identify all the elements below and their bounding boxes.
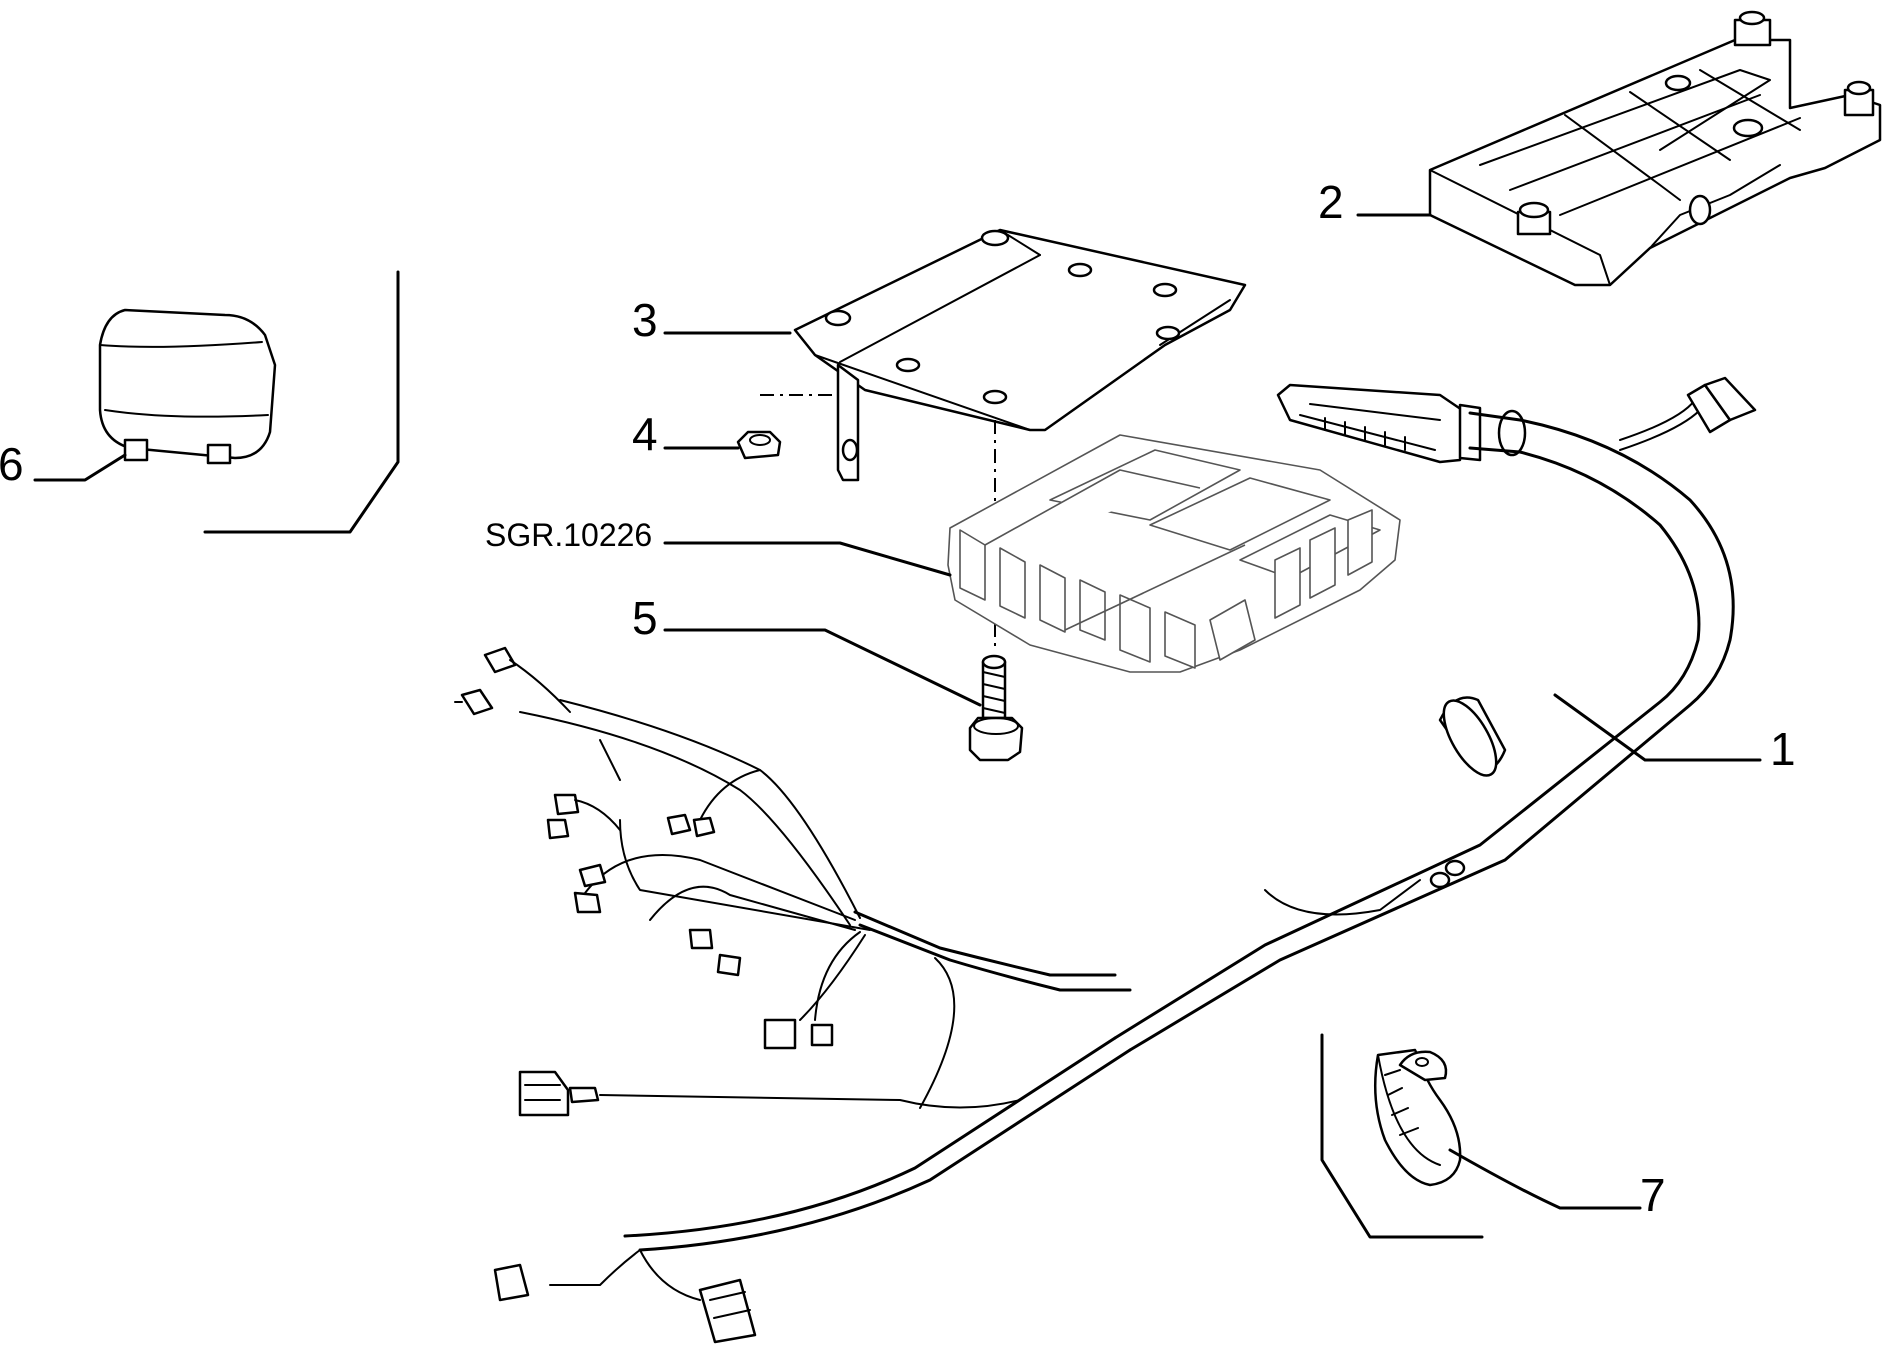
part-2-bracket-tray — [1428, 10, 1882, 287]
leader-1 — [1553, 693, 1762, 762]
callout-label-5: 5 — [632, 592, 658, 644]
callout-label-3: 3 — [632, 294, 658, 346]
part-3-mounting-plate — [793, 228, 1247, 482]
ecu-unit — [947, 434, 1401, 673]
callout-label-6: 6 — [0, 438, 24, 490]
leader-6 — [33, 453, 127, 482]
leader-7 — [1448, 1148, 1642, 1210]
reference-code: SGR.10226 — [485, 517, 652, 553]
part-1-wiring-harness — [454, 376, 1757, 1344]
part-5-screw — [968, 654, 1024, 762]
part-6-relay — [98, 308, 277, 465]
group-bracket-6 — [203, 270, 400, 534]
callout-label-4: 4 — [632, 408, 658, 460]
callout-label-7: 7 — [1640, 1169, 1666, 1221]
leader-sgr — [663, 541, 952, 577]
group-bracket-7 — [1320, 1033, 1484, 1239]
part-4-nut — [736, 430, 782, 460]
leader-5 — [663, 628, 982, 707]
callout-label-1: 1 — [1770, 723, 1796, 775]
part-7-clamp — [1374, 1048, 1462, 1187]
callout-label-2: 2 — [1318, 176, 1344, 228]
